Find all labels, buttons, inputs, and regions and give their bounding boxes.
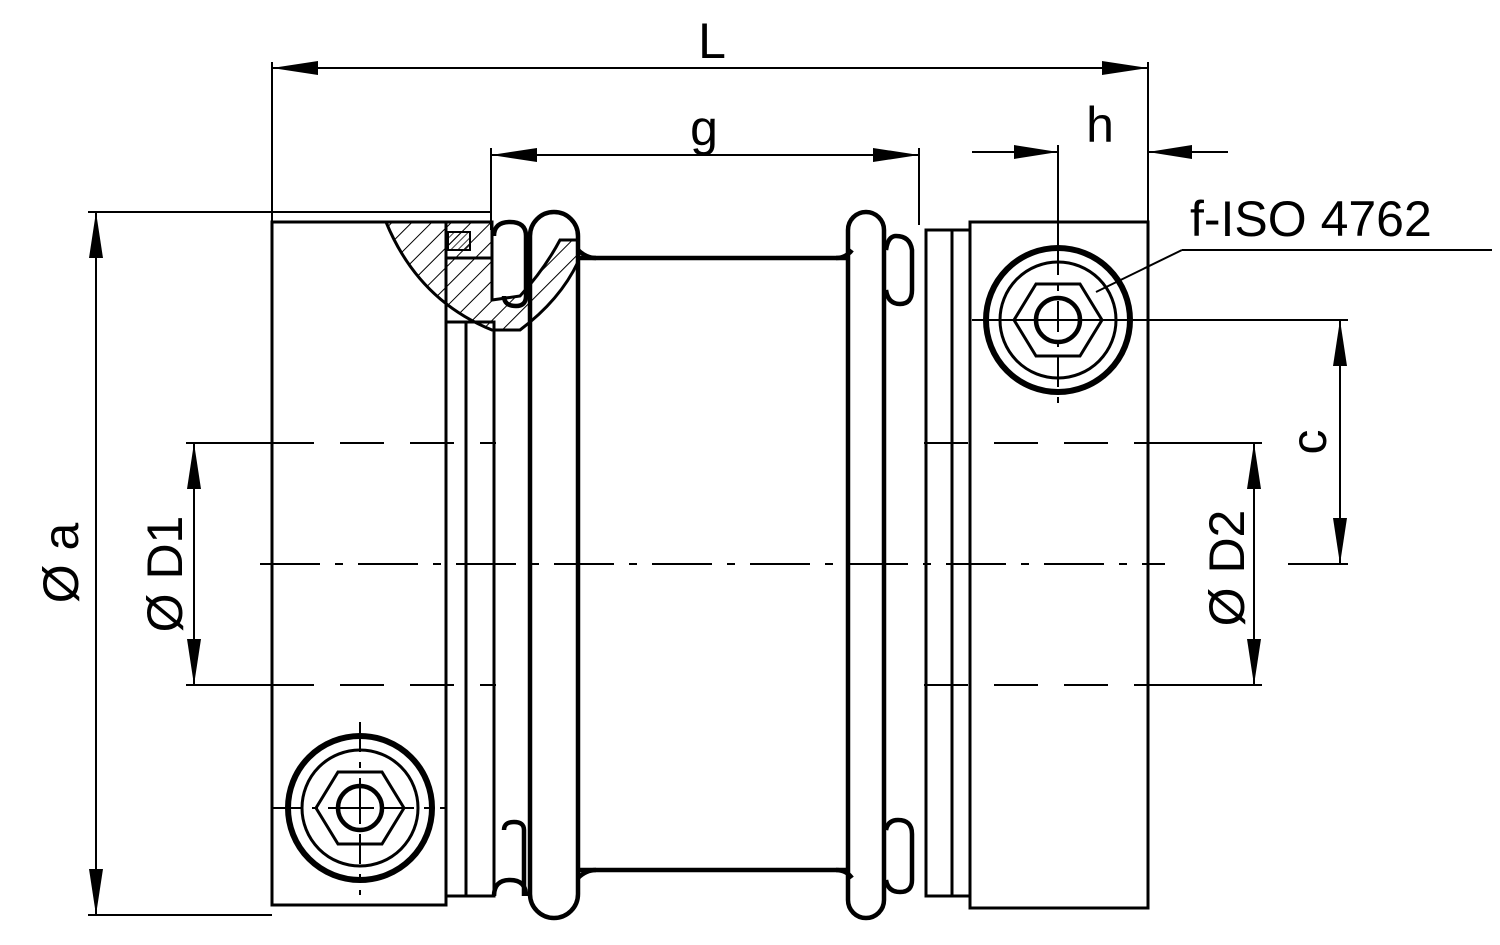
dimension-label-g: g xyxy=(690,100,718,156)
dimension-label-d2: Ø D2 xyxy=(1199,510,1255,627)
right-hub xyxy=(968,220,1150,910)
dimension-bore-left: Ø D1 xyxy=(137,442,272,686)
set-pin xyxy=(447,231,471,251)
screw-spec-label: f-ISO 4762 xyxy=(1190,191,1432,247)
dimension-label-c: c xyxy=(1281,430,1337,455)
dimension-l: L xyxy=(271,13,1149,222)
dimension-h: h xyxy=(972,97,1228,245)
dimension-g: g xyxy=(490,100,920,230)
bellows xyxy=(491,209,915,921)
dimension-label-l: L xyxy=(698,13,726,69)
dimension-outer-diameter: Ø a xyxy=(33,211,492,916)
dimension-bore-right: Ø D2 xyxy=(1148,442,1262,686)
dimension-label-h: h xyxy=(1086,97,1114,153)
left-clamp-screw xyxy=(272,722,446,895)
left-flange-rings xyxy=(444,320,496,898)
screw-callout: f-ISO 4762 xyxy=(1095,191,1492,293)
dimension-label-d1: Ø D1 xyxy=(137,516,193,633)
dimension-label-a: Ø a xyxy=(33,523,89,604)
right-clamp-screw xyxy=(983,245,1133,408)
